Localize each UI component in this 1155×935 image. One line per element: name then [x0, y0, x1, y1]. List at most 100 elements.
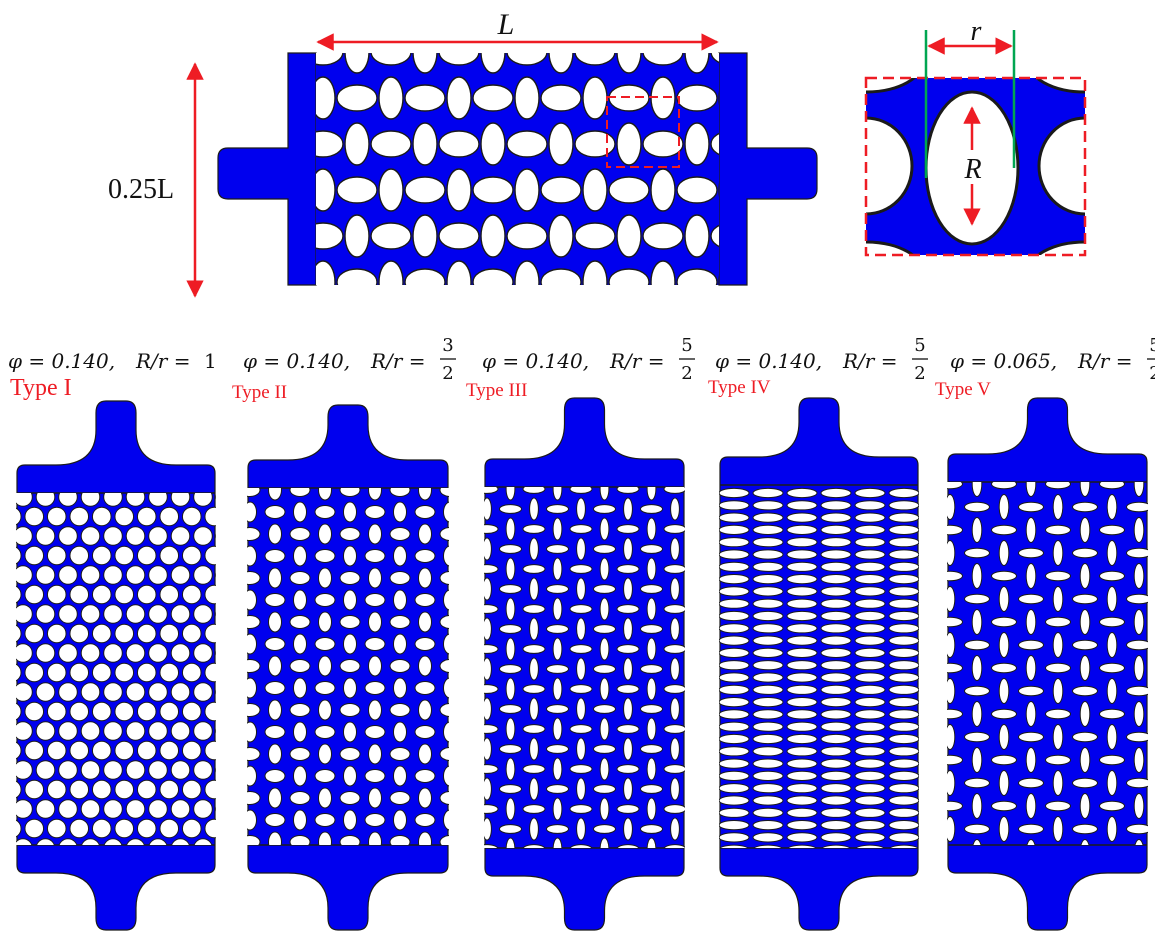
lattice-hole	[227, 546, 246, 565]
lattice-hole	[389, 659, 411, 673]
lattice-hole	[582, 260, 608, 285]
lattice-hole	[786, 770, 818, 782]
lattice-hole	[439, 488, 449, 497]
lattice-hole	[393, 501, 407, 523]
lattice-hole	[688, 505, 710, 514]
specimen-type-2: Type II	[215, 382, 449, 931]
lattice-hole	[125, 565, 146, 585]
lattice-hole	[314, 769, 336, 783]
lattice-hole	[125, 604, 146, 624]
lattice-hole	[752, 746, 784, 757]
lattice-hole	[888, 684, 919, 695]
lattice-hole	[1106, 494, 1118, 520]
lattice-hole	[1052, 494, 1064, 520]
lattice-hole	[418, 831, 432, 845]
lattice-hole	[505, 637, 516, 661]
lattice-hole	[453, 505, 475, 514]
lattice-hole	[888, 733, 919, 745]
lattice-hole	[546, 664, 569, 674]
lattice-hole	[446, 168, 472, 212]
lattice-hole	[991, 662, 1017, 674]
lattice-hole	[529, 537, 539, 561]
lattice-hole	[1045, 616, 1071, 628]
lattice-hole	[389, 488, 411, 497]
lattice-hole	[752, 574, 784, 585]
lattice-hole	[170, 760, 191, 780]
lattice-hole	[1079, 563, 1091, 589]
lattice-hole	[1079, 517, 1091, 543]
lattice-hole	[204, 701, 216, 722]
lattice-hole	[623, 577, 633, 601]
lattice-hole	[1072, 685, 1098, 697]
lattice-hole	[787, 844, 817, 848]
lattice-hole	[393, 545, 407, 567]
lattice-hole	[854, 807, 886, 818]
lattice-hole	[616, 724, 640, 734]
lattice-hole	[820, 758, 852, 769]
lattice-hole	[574, 222, 616, 250]
lattice-hole	[247, 589, 257, 611]
lattice-hole	[820, 574, 852, 585]
lattice-hole	[370, 222, 412, 250]
lattice-hole	[719, 807, 750, 818]
lattice-hole	[46, 779, 67, 800]
lattice-hole	[193, 493, 213, 507]
lattice-hole	[136, 740, 157, 761]
lattice-hole	[616, 684, 640, 694]
lattice-hole	[640, 544, 663, 554]
lattice-hole	[752, 697, 784, 708]
lattice-hole	[318, 567, 332, 589]
lattice-hole	[293, 501, 307, 523]
lattice-hole	[505, 677, 516, 701]
specimen-type-3: Type III	[453, 380, 710, 931]
lattice-hole	[336, 268, 378, 285]
lattice-hole	[752, 807, 784, 818]
lattice-hole	[215, 770, 235, 783]
lattice-hole	[316, 168, 336, 212]
lattice-hole	[114, 545, 135, 566]
lattice-hole	[854, 586, 886, 597]
lattice-hole	[170, 493, 191, 507]
lattice-hole	[685, 673, 715, 682]
R-label: R	[963, 154, 981, 185]
lattice-hole	[264, 593, 286, 607]
lattice-hole	[314, 637, 336, 651]
lattice-hole	[69, 545, 90, 566]
lattice-hole	[685, 833, 715, 842]
lattice-hole	[484, 617, 492, 641]
lattice-hole	[854, 770, 886, 782]
lattice-hole	[247, 747, 261, 761]
lattice-hole	[546, 824, 569, 834]
lattice-hole	[443, 589, 449, 611]
lattice-hole	[314, 593, 336, 607]
lattice-hole	[193, 565, 213, 585]
lattice-hole	[343, 545, 357, 567]
lattice-hole	[854, 487, 886, 499]
lattice-hole	[114, 623, 135, 644]
lattice-hole	[670, 537, 680, 561]
lattice-hole	[529, 817, 539, 841]
type-label: Type I	[10, 375, 72, 401]
lattice-hole	[505, 757, 516, 781]
lattice-hole	[685, 488, 715, 497]
lattice-hole	[418, 523, 432, 545]
lattice-hole	[616, 764, 640, 774]
lattice-hole	[91, 623, 112, 644]
lattice-hole	[947, 524, 963, 536]
lattice-hole	[1072, 731, 1098, 743]
lattice-hole	[947, 616, 963, 628]
lattice-hole	[753, 844, 783, 848]
lattice-hole	[1106, 770, 1118, 796]
lattice-hole	[69, 623, 90, 644]
lattice-hole	[368, 567, 382, 589]
lattice-hole	[316, 130, 344, 158]
lattice-hole	[314, 813, 336, 827]
lattice-hole	[685, 747, 715, 756]
lattice-hole	[318, 655, 332, 677]
lattice-hole	[484, 737, 492, 761]
lattice-hole	[719, 549, 750, 560]
lattice-hole	[364, 725, 386, 739]
lattice-hole	[998, 586, 1010, 612]
lattice-hole	[552, 597, 563, 621]
